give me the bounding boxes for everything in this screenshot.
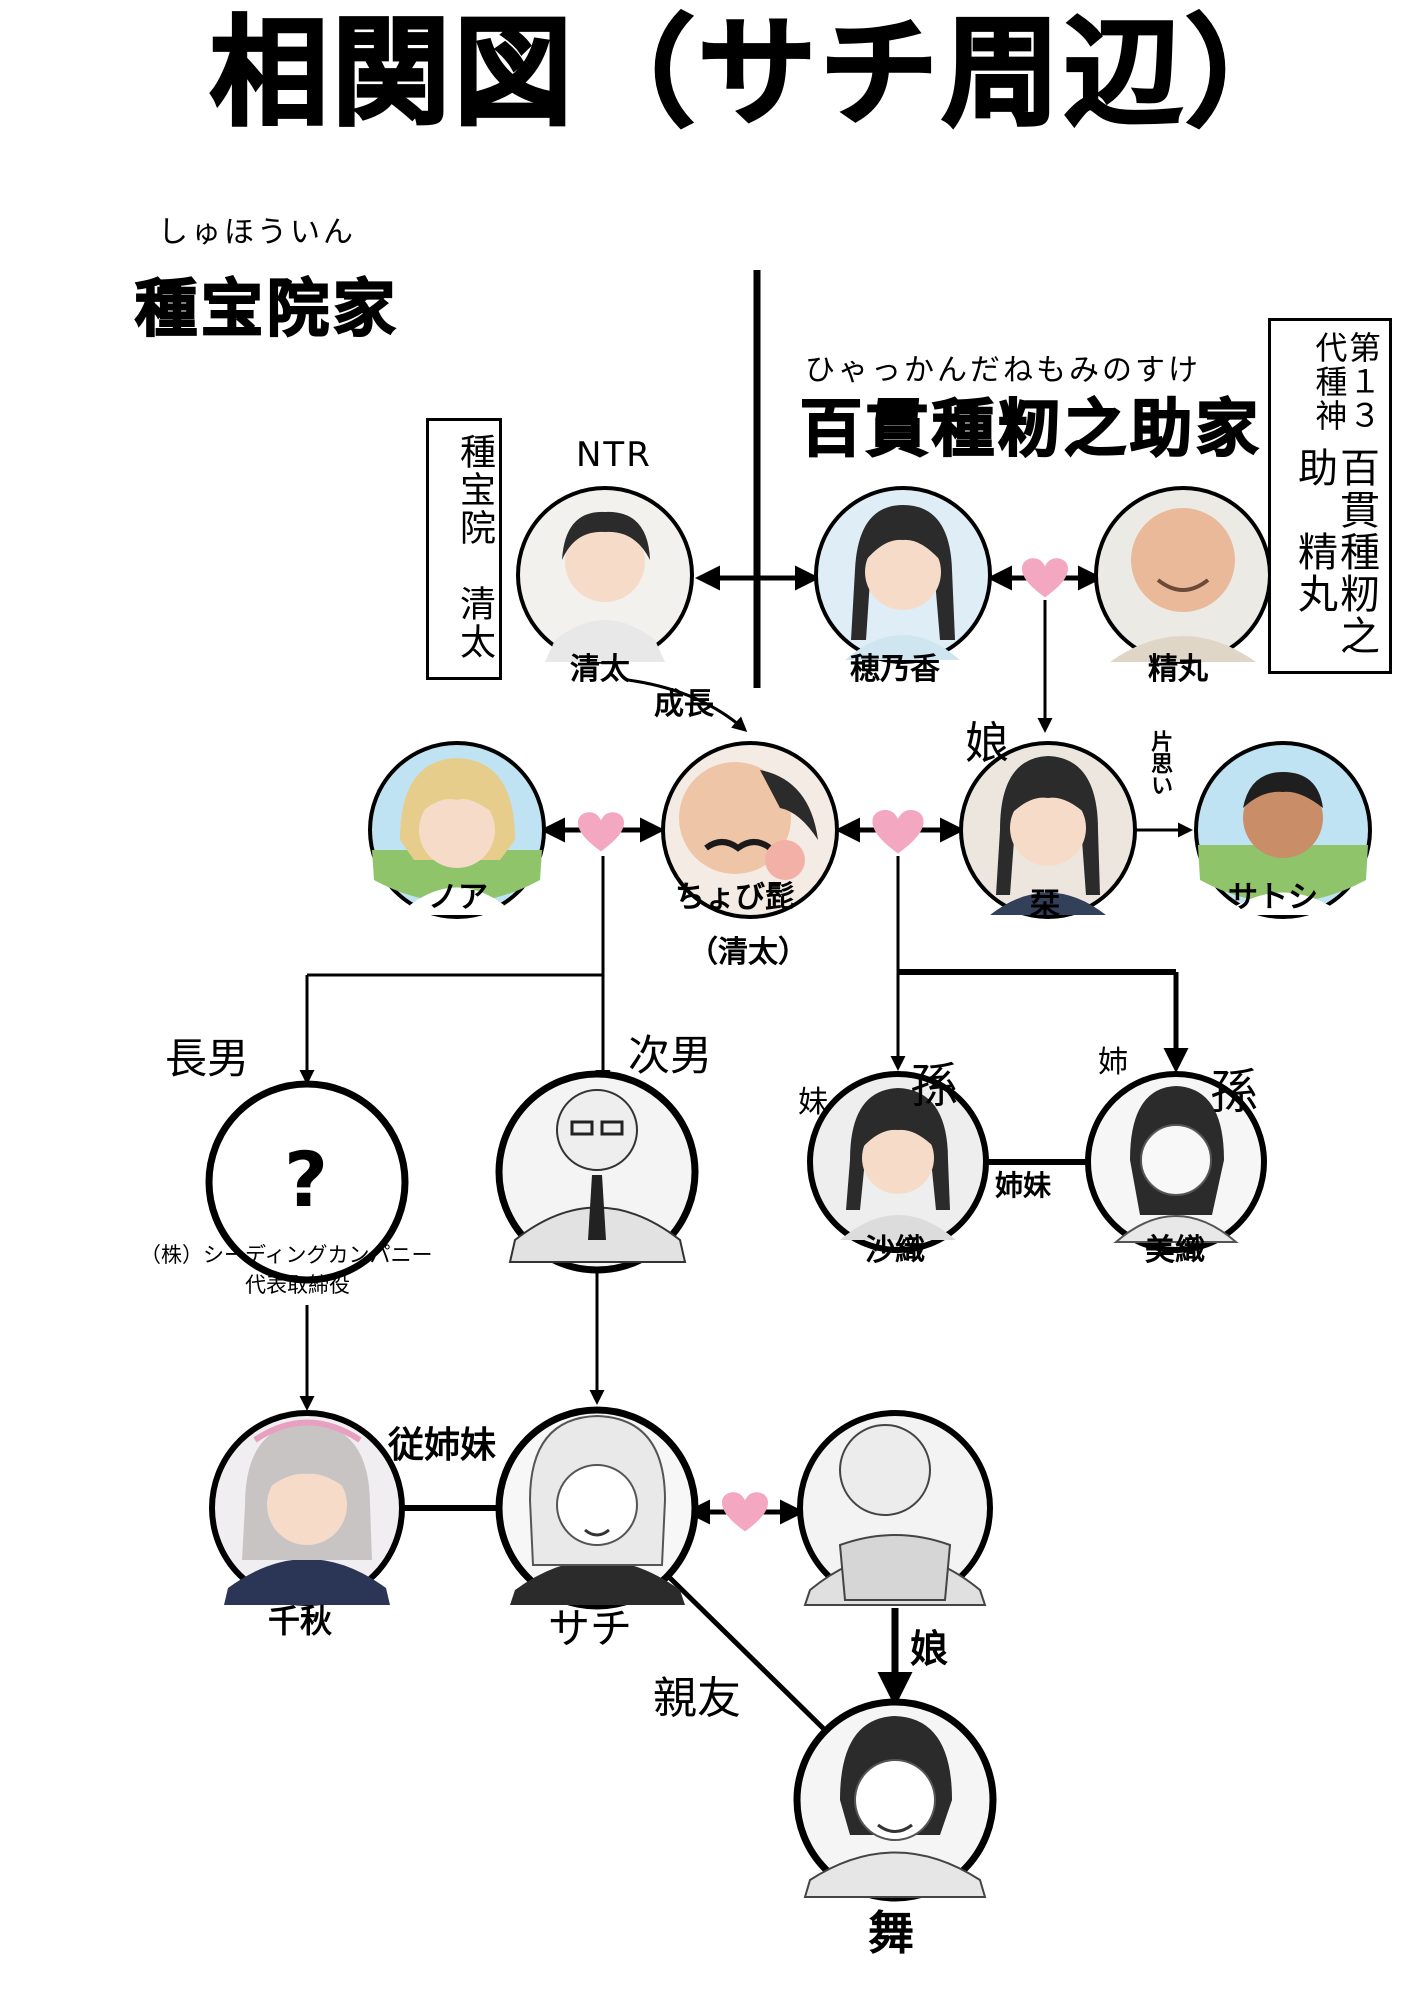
eldest-son-label: 長男 [165, 1034, 250, 1083]
name-mai: 舞 [868, 1906, 914, 1960]
avatar-sachi [495, 1406, 699, 1610]
unrequited-label: 片思い [1147, 730, 1173, 796]
eldest-son-unknown-mark: ? [284, 1135, 329, 1224]
second-son-label: 次男 [628, 1031, 713, 1080]
avatar-choubihige [661, 741, 839, 919]
seimaru-title-line2: 百貫種籾之助 精丸 [1291, 446, 1379, 657]
name-kotoha: 栞 [1030, 887, 1060, 922]
sisters-label: 姉妹 [995, 1169, 1052, 1202]
avatar-chiaki [209, 1410, 405, 1606]
page-title: 相関図（サチ周辺） [208, 4, 1309, 142]
name-saori: 沙織 [865, 1233, 925, 1268]
seimaru-title-line1: 第１３代種神 [1310, 331, 1382, 433]
name-sachi: サチ [548, 1604, 633, 1653]
seita-fullname-box: 種宝院 清太 [426, 418, 502, 680]
miori-grandchild-label: 孫 [1210, 1064, 1259, 1120]
name-satoshi: サトシ [1228, 880, 1318, 915]
cousins-label: 従姉妹 [388, 1425, 497, 1466]
right-house-name: 百貫種籾之助家 [799, 392, 1263, 465]
avatar-mai [793, 1698, 997, 1902]
best-friend-label: 親友 [653, 1673, 741, 1724]
ntr-label: NTR [576, 435, 652, 475]
name-choubihige: ちょび髭 [675, 880, 795, 915]
avatar-sachi-partner [797, 1410, 993, 1606]
noa-choubihige-heart-icon [578, 812, 624, 852]
eldest-son-role: 代表取締役 [245, 1273, 350, 1297]
sachi-partner-heart-icon [722, 1492, 768, 1532]
growth-arrow [627, 678, 748, 732]
name-choubihige-sub: （清太） [688, 935, 808, 970]
daughter-label-mai: 娘 [910, 1627, 949, 1671]
seimaru-title-box: 第１３代種神 百貫種籾之助 精丸 [1268, 318, 1392, 674]
avatar-eldest-son [205, 1080, 409, 1284]
name-miori: 美織 [1145, 1233, 1205, 1268]
avatar-miori [1085, 1071, 1267, 1253]
miori-sister-label: 姉 [1098, 1045, 1128, 1080]
avatar-kotoha [959, 741, 1137, 919]
avatar-seita [516, 486, 694, 664]
best-friend-link [668, 1576, 832, 1737]
daughter-label-kotoha: 娘 [965, 718, 1009, 769]
avatar-honoka [814, 486, 992, 664]
avatar-second-son [495, 1070, 699, 1274]
saori-sister-label: 妹 [798, 1085, 828, 1120]
name-chiaki: 千秋 [268, 1602, 333, 1640]
name-noa: ノア [428, 880, 488, 915]
avatar-satoshi [1194, 741, 1372, 919]
growth-label: 成長 [654, 687, 714, 722]
eldest-son-company: （株）シーディングカンパニー [140, 1243, 433, 1267]
left-house-name: 種宝院家 [134, 272, 400, 345]
avatar-saori [807, 1071, 989, 1253]
name-seimaru: 精丸 [1148, 652, 1208, 687]
name-honoka: 穂乃香 [850, 652, 940, 687]
saori-grandchild-label: 孫 [910, 1058, 959, 1114]
left-house-ruby: しゅほういん [158, 215, 356, 250]
right-house-ruby: ひゃっかんだねもみのすけ [805, 353, 1201, 388]
honoka-seimaru-heart-icon [1022, 558, 1068, 598]
avatar-seimaru [1094, 486, 1272, 664]
name-seita: 清太 [570, 652, 630, 687]
choubihige-kotoha-heart-icon [872, 810, 924, 854]
avatar-noa [368, 741, 546, 919]
